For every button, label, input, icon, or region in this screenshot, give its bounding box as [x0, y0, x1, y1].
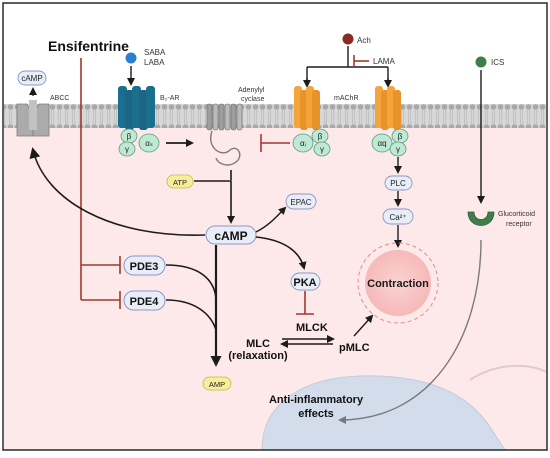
camp-extracellular-label: cAMP [21, 74, 42, 83]
atp-node [166, 174, 194, 189]
pmlc-to-contraction-arrow [353, 314, 374, 337]
pde3-node [123, 255, 166, 276]
contraction-node [365, 250, 431, 316]
contraction-halo [357, 242, 439, 324]
machr-receptor-gq [375, 86, 401, 130]
gi-protein [292, 128, 331, 157]
gs-alpha-label: αₛ [145, 139, 153, 148]
camp-to-pka-arrow [255, 236, 307, 270]
camp-to-epac-arrow [255, 206, 287, 233]
ach-ligand [342, 33, 354, 45]
adenylyl-cyclase [206, 103, 243, 166]
amp-node [202, 376, 232, 391]
mlc-label: MLC [246, 338, 270, 350]
gr-label-2: receptor [506, 221, 532, 228]
gs-protein [118, 128, 160, 157]
saba-laba-ligand [125, 52, 137, 64]
pde4-label: PDE4 [130, 296, 160, 308]
ics-label: ICS [491, 58, 504, 67]
glucocorticoid-receptor [467, 211, 495, 226]
cell-membrane [4, 104, 546, 128]
epac-label: EPAC [290, 198, 311, 207]
pka-node [290, 272, 321, 291]
extracellular-space [4, 3, 546, 107]
plc-node [384, 175, 413, 191]
camp-node [205, 225, 257, 245]
gr-to-anti-inflammatory-arrow [338, 239, 482, 424]
lama-label: LAMA [373, 57, 395, 66]
epac-node [285, 193, 317, 210]
gi-beta-label: β [318, 132, 323, 141]
abcc-label: ABCC [50, 95, 69, 102]
b2ar-receptor [118, 86, 155, 130]
adenylyl-label-1: Adenylyl [238, 87, 265, 94]
nuclear-envelope [469, 364, 547, 381]
calcium-node [382, 208, 414, 225]
diagram-frame [2, 2, 548, 451]
contraction-label: Contraction [367, 278, 429, 290]
calcium-label: Ca²⁺ [389, 213, 406, 222]
ach-branch-arrows [306, 46, 389, 84]
camp-extracellular-node [17, 70, 47, 86]
ach-label: Ach [357, 36, 371, 45]
gi-alpha-label: αᵢ [300, 139, 306, 148]
machr-label: mAChR [334, 95, 359, 102]
adenylyl-label-2: cyclase [241, 96, 264, 103]
atp-to-camp-arrow [194, 180, 235, 224]
b2ar-label: B₂-AR [160, 95, 179, 102]
mlc-relaxation-label: (relaxation) [228, 350, 288, 362]
plc-label: PLC [390, 179, 406, 188]
saba-label: SABA [144, 48, 166, 57]
pde3-label: PDE3 [130, 261, 159, 273]
camp-to-abcc-arrow [29, 147, 206, 236]
gq-beta-label: β [398, 132, 403, 141]
gs-gamma-label: γ [125, 145, 129, 154]
lama-inhibition [353, 55, 369, 67]
amp-label: AMP [209, 380, 225, 389]
pde4-hydrolysis-curve [165, 299, 217, 331]
gq-gamma-label: γ [396, 145, 400, 154]
abcc-transporter [16, 100, 50, 137]
laba-label: LABA [144, 58, 165, 67]
gi-gamma-label: γ [320, 145, 324, 154]
atp-label: ATP [173, 178, 187, 187]
mlck-label: MLCK [296, 322, 328, 334]
anti-inflammatory-label-1: Anti-inflammatory [269, 394, 364, 406]
pka-label: PKA [293, 277, 316, 289]
pde4-node [123, 290, 166, 311]
gs-beta-label: β [127, 132, 132, 141]
camp-label: cAMP [214, 229, 247, 243]
machr-receptor-gi [294, 86, 320, 130]
pmlc-label: pMLC [339, 342, 370, 354]
gr-label-1: Glucorticoid [498, 211, 535, 218]
ensifentrine-inhibition [80, 58, 121, 309]
ics-ligand [475, 56, 487, 68]
ensifentrine-label: Ensifentrine [48, 38, 129, 54]
gq-alpha-label: αq [377, 139, 386, 148]
pka-inhibits-mlck [296, 291, 314, 315]
gi-inhibits-cyclase [260, 134, 290, 152]
anti-inflammatory-label-2: effects [298, 408, 333, 420]
gq-protein [371, 128, 409, 157]
